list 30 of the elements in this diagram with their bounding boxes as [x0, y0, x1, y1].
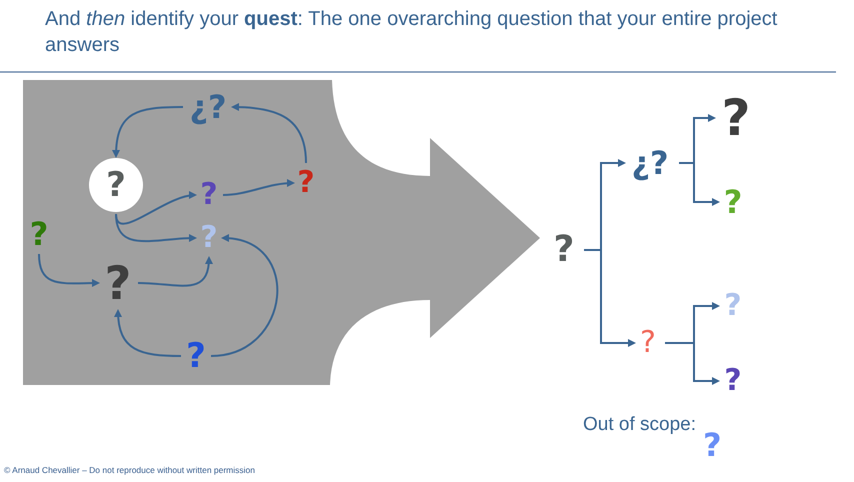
copyright-notice: © Arnaud Chevallier – Do not reproduce without written permission — [4, 465, 255, 475]
arrow — [38, 254, 100, 288]
question-mark: ? — [717, 90, 755, 146]
question-mark: ? — [197, 177, 221, 213]
note-text: Out of scope: — [583, 414, 696, 436]
question-mark: ? — [295, 165, 317, 201]
arrow — [115, 214, 197, 242]
question-mark: ? — [197, 220, 221, 256]
question-mark: ? — [721, 184, 745, 220]
arrow — [112, 106, 184, 158]
question-mark: ? — [550, 230, 578, 270]
question-mark: ¿? — [185, 88, 231, 126]
question-mark: ? — [183, 335, 209, 377]
arrow — [222, 179, 295, 196]
arrow — [665, 342, 720, 385]
question-mark: ? — [721, 363, 745, 399]
question-mark: ? — [100, 257, 136, 309]
arrow — [138, 256, 213, 287]
question-mark: ? — [703, 426, 722, 464]
question-mark: ? — [721, 288, 745, 324]
arrow — [584, 249, 636, 347]
arrow — [679, 162, 720, 206]
arrow — [210, 234, 278, 357]
arrow — [115, 192, 197, 225]
question-mark: ¿? — [627, 144, 673, 182]
arrow — [231, 103, 307, 164]
slide-title: And then identify your quest: The one overarching question that your entire project answers — [45, 7, 778, 58]
question-mark: ? — [637, 325, 659, 361]
question-mark: ? — [27, 216, 51, 252]
arrow — [114, 309, 182, 357]
